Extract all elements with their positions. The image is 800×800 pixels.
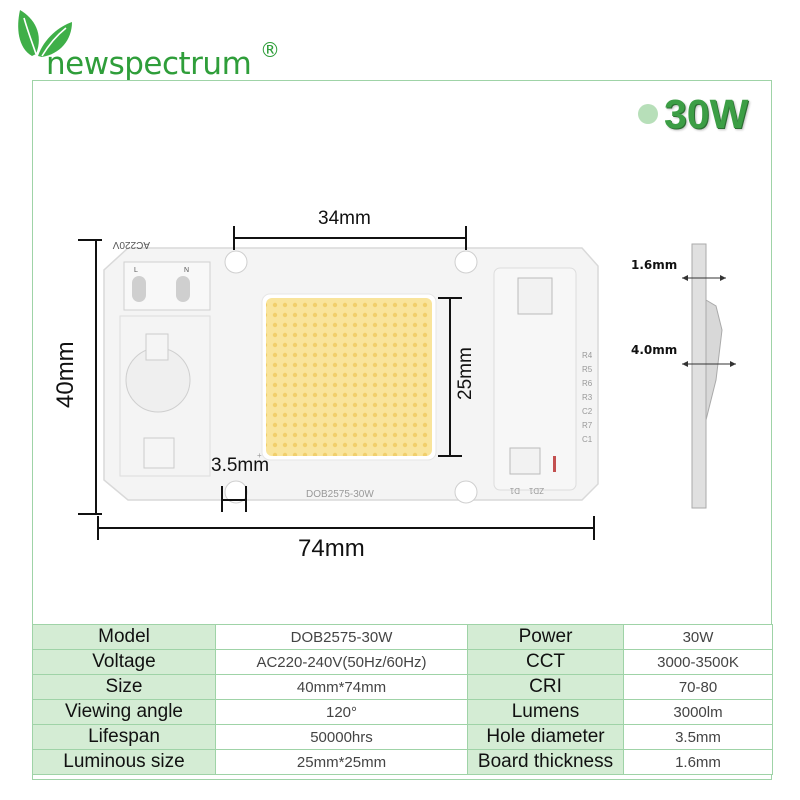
- spec-key: CRI: [467, 674, 624, 700]
- hole-top-left: [224, 250, 248, 274]
- side-profile-board: [691, 243, 707, 509]
- side-profile-parts: [705, 299, 723, 421]
- spec-value: 3000-3500K: [623, 649, 773, 675]
- marking-pin-l: L: [134, 267, 138, 274]
- spec-key: Hole diameter: [467, 724, 624, 750]
- rectifier-top: [145, 333, 169, 361]
- dim-led-width: 34mm: [318, 208, 371, 229]
- dim-led-height: 25mm: [455, 347, 476, 400]
- marking-voltage: AC220V: [112, 239, 150, 250]
- spec-key: Lifespan: [32, 724, 216, 750]
- component-label: R4: [582, 351, 593, 360]
- mark-zd1: ZD1: [528, 486, 544, 495]
- dim-hole-diameter: 3.5mm: [211, 455, 270, 476]
- product-frame: [32, 80, 772, 780]
- spec-value: 30W: [623, 624, 773, 650]
- spec-value: DOB2575-30W: [215, 624, 468, 650]
- component-label: R6: [582, 379, 593, 388]
- component-labels: R4 R5 R6 R3 C2 R7 C1: [582, 351, 593, 444]
- spec-key: CCT: [467, 649, 624, 675]
- brand-logo: newspectrum ®: [14, 8, 284, 82]
- spec-key: Lumens: [467, 699, 624, 725]
- dim-component-height: 4.0mm: [631, 343, 678, 357]
- registered-mark: ®: [260, 38, 280, 62]
- left-chip: [143, 437, 175, 469]
- spec-value: 3000lm: [623, 699, 773, 725]
- component-label: C1: [582, 435, 593, 444]
- spec-value: AC220-240V(50Hz/60Hz): [215, 649, 468, 675]
- component-label: R3: [582, 393, 593, 402]
- component-label: C2: [582, 407, 593, 416]
- spec-key: Luminous size: [32, 749, 216, 775]
- spec-value: 25mm*25mm: [215, 749, 468, 775]
- marking-model: DOB2575-30W: [306, 489, 374, 500]
- pin-n: [176, 276, 190, 302]
- left-section: [119, 315, 211, 477]
- spec-value: 50000hrs: [215, 724, 468, 750]
- spec-value: 120°: [215, 699, 468, 725]
- spec-key: Board thickness: [467, 749, 624, 775]
- dim-board-width: 74mm: [298, 535, 365, 562]
- hole-bottom-right: [454, 480, 478, 504]
- spec-key: Voltage: [32, 649, 216, 675]
- marking-pin-n: N: [184, 267, 189, 274]
- spec-key: Model: [32, 624, 216, 650]
- leaf-icon: [18, 10, 72, 57]
- spec-key: Viewing angle: [32, 699, 216, 725]
- brand-name: newspectrum: [46, 46, 252, 82]
- component-label: R7: [582, 421, 593, 430]
- led-phosphor: [266, 298, 432, 456]
- driver-ic-top: [517, 277, 553, 315]
- dim-board-height: 40mm: [52, 341, 79, 408]
- red-component: [553, 456, 556, 472]
- pin-l: [132, 276, 146, 302]
- badge-power-text: 30W: [664, 90, 749, 137]
- hole-top-right: [454, 250, 478, 274]
- spec-value: 3.5mm: [623, 724, 773, 750]
- spec-key: Power: [467, 624, 624, 650]
- right-section: [493, 267, 577, 491]
- dim-board-thickness: 1.6mm: [631, 258, 678, 272]
- marking-plus: +: [257, 451, 262, 460]
- driver-ic-bottom: [509, 447, 541, 475]
- mark-d1: D1: [509, 486, 520, 495]
- power-badge: 30W: [638, 90, 749, 137]
- spec-key: Size: [32, 674, 216, 700]
- spec-value: 40mm*74mm: [215, 674, 468, 700]
- component-label: R5: [582, 365, 593, 374]
- spec-value: 70-80: [623, 674, 773, 700]
- badge-dot-icon: [638, 104, 658, 124]
- spec-value: 1.6mm: [623, 749, 773, 775]
